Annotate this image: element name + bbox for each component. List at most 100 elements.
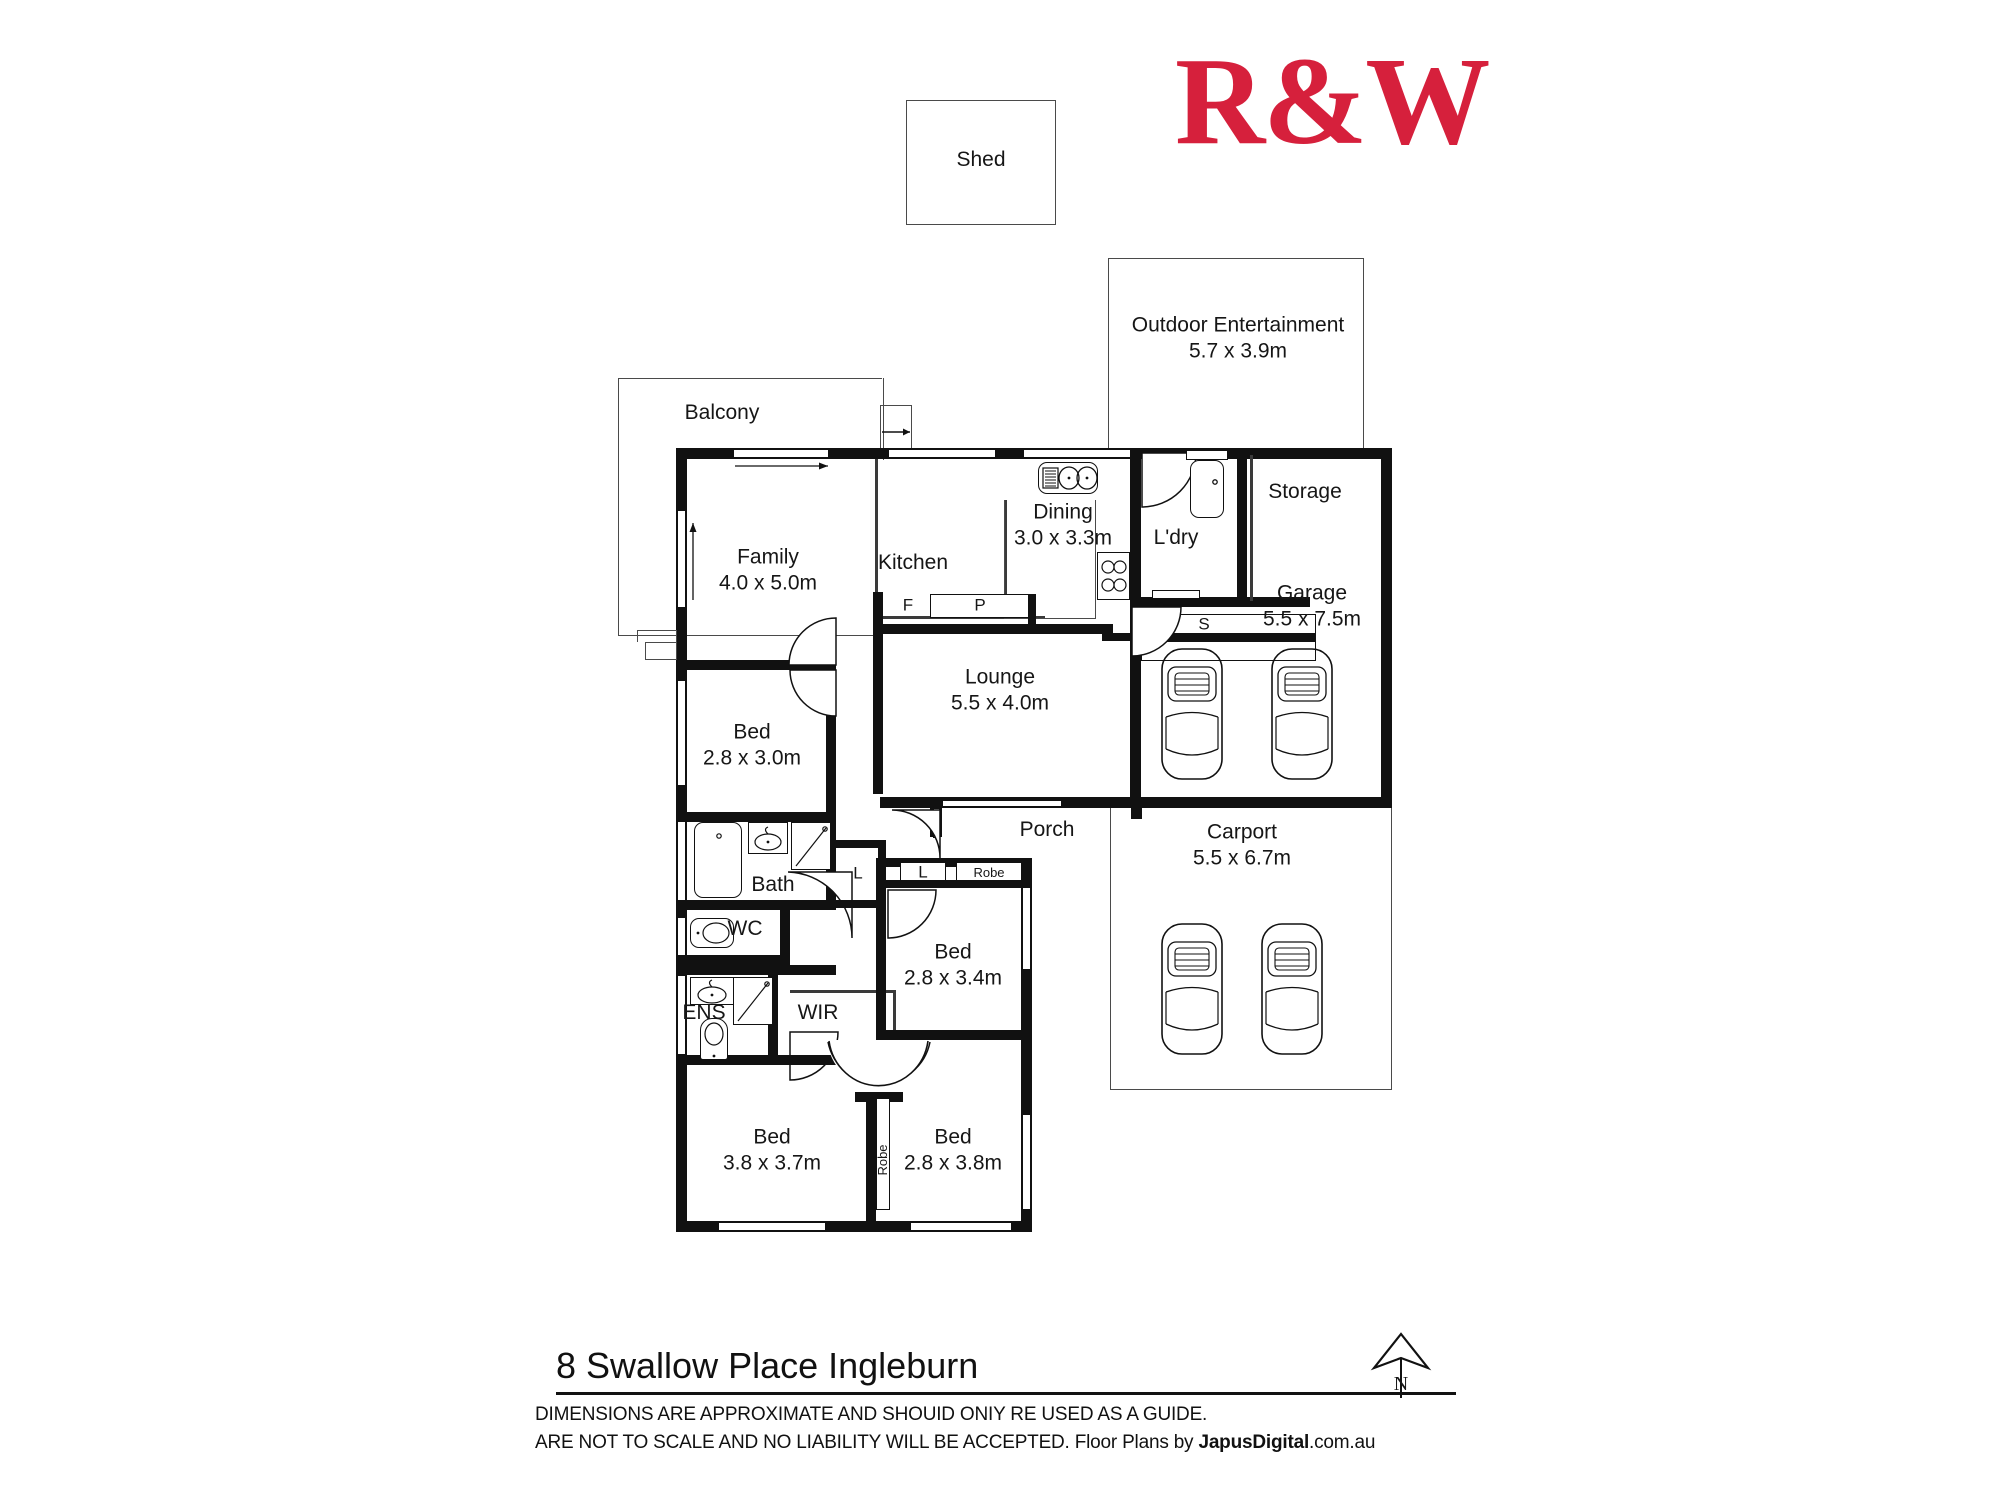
room-label-outdoor-entertainment: Outdoor Entertainment 5.7 x 3.9m xyxy=(1131,313,1345,362)
room-label-bed4: Bed 2.8 x 3.8m xyxy=(903,1125,1003,1174)
marker-fridge: F xyxy=(902,595,914,615)
marker-robe-2: Robe xyxy=(875,1144,891,1176)
wall-ldry-bottom xyxy=(1130,597,1310,607)
ldry-tub xyxy=(1190,460,1224,518)
kitchen-sink-icon xyxy=(1042,466,1098,490)
window-bed1-left xyxy=(677,680,686,786)
kitchen-island-outline-top xyxy=(1004,500,1007,619)
exterior-wall-right-bedwing xyxy=(1021,862,1032,1232)
room-label-carport: Carport 5.5 x 6.7m xyxy=(1192,820,1292,869)
ens-shower-icon xyxy=(737,981,770,1022)
window-dining-top xyxy=(1023,449,1133,458)
left-exterior-step xyxy=(645,642,677,660)
wall-ens-right xyxy=(768,975,778,1063)
balcony-step-arrow-icon xyxy=(882,428,910,436)
exterior-wall-bottom xyxy=(676,1221,1032,1232)
wall-bed2-left xyxy=(876,858,886,1038)
shed-outline xyxy=(906,100,1056,225)
wall-bed2-bottom xyxy=(876,1030,1032,1040)
wc-toilet-icon xyxy=(696,922,730,944)
wall-bed1-bath xyxy=(676,812,836,822)
kitchen-island xyxy=(1004,500,1096,619)
rw-logo: R&W xyxy=(1175,33,1490,171)
hall-door-arc-icon xyxy=(828,1040,929,1087)
linen1-wall-top xyxy=(836,840,886,848)
marker-shelf: S xyxy=(1198,614,1210,634)
room-label-storage: Storage xyxy=(1268,480,1342,504)
ens-basin-icon xyxy=(697,979,727,1004)
wall-ens-bottom xyxy=(676,1055,778,1065)
window-family-left xyxy=(677,510,686,608)
wall-ldry-right xyxy=(1237,455,1247,605)
window-bed4-right xyxy=(1022,1114,1031,1210)
left-exterior-step2 xyxy=(637,630,677,642)
disclaimer-line-2-prefix: ARE NOT TO SCALE AND NO LIABILITY WILL B… xyxy=(535,1432,1199,1453)
wall-ens-top xyxy=(676,965,836,975)
wir-shelf-top xyxy=(790,990,896,993)
room-label-bed2: Bed 2.8 x 3.4m xyxy=(903,940,1003,989)
garage-shelf-bar xyxy=(1102,633,1316,641)
room-label-bed3: Bed 3.8 x 3.7m xyxy=(722,1125,822,1174)
compass-label: N xyxy=(1393,1372,1409,1395)
wall-hall-bar xyxy=(886,880,1032,888)
room-label-kitchen: Kitchen xyxy=(877,551,949,575)
robe2-box xyxy=(876,1098,890,1210)
bath-tub-plug-icon xyxy=(716,833,722,839)
porch-window xyxy=(942,800,1062,807)
room-label-ens: ENS xyxy=(682,1001,726,1025)
wall-hall-bed3-top xyxy=(778,1055,878,1065)
bath-door-swing-icon xyxy=(787,871,853,939)
wall-garage-left xyxy=(1130,607,1141,797)
ldry-sliding-door xyxy=(1152,590,1200,599)
room-label-bath: Bath xyxy=(751,873,795,897)
room-label-garage: Garage 5.5 x 7.5m xyxy=(1262,581,1362,630)
disclaimer-brand: JapusDigital xyxy=(1198,1432,1310,1453)
wall-kitchen-lounge xyxy=(873,592,883,634)
window-bath-left xyxy=(677,820,686,904)
carport-car-1-icon xyxy=(1161,923,1223,1055)
linen1-wall-bottom xyxy=(836,900,886,908)
carport-outline xyxy=(1110,808,1392,1090)
window-family-top-swing-icon xyxy=(735,462,828,470)
room-label-family: Family 4.0 x 5.0m xyxy=(718,545,818,594)
kitchen-cooktop xyxy=(1097,552,1130,600)
room-label-porch: Porch xyxy=(1019,818,1075,842)
wall-hall-bed-mid xyxy=(855,1092,903,1102)
room-label-shed: Shed xyxy=(956,148,1006,172)
room-label-wir: WIR xyxy=(797,1001,839,1025)
kitchen-cooktop-icon xyxy=(1101,560,1127,592)
marker-robe-1: Robe xyxy=(973,865,1005,881)
window-wc-left xyxy=(677,917,686,959)
marker-linen-1: L xyxy=(853,863,863,883)
window-bed2-right xyxy=(1022,880,1031,970)
wall-porch-right xyxy=(1131,797,1142,819)
garage-car-1-icon xyxy=(1161,648,1223,780)
room-label-wc: WC xyxy=(727,917,763,941)
pantry-box xyxy=(930,594,1030,618)
wall-kitchen-lounge-bench xyxy=(873,624,1113,634)
garage-door-swing-icon xyxy=(1131,606,1182,657)
wir-shelf-right xyxy=(893,990,896,1062)
carport-car-2-icon xyxy=(1261,923,1323,1055)
wall-bath-right xyxy=(826,812,836,908)
ens-toilet xyxy=(700,1018,728,1060)
ldry-tub-back xyxy=(1186,450,1228,460)
compass-north-icon xyxy=(1370,1332,1432,1398)
bath-shower xyxy=(791,822,831,870)
room-label-ldry: L'dry xyxy=(1153,526,1199,550)
bed2-door-swing-icon xyxy=(887,889,937,939)
garage-car-2-icon xyxy=(1271,648,1333,780)
window-bed4-bottom xyxy=(910,1222,1012,1231)
ldry-tub-tap-icon xyxy=(1212,479,1218,485)
wall-bed1-right xyxy=(826,668,836,820)
wall-family-bed1 xyxy=(676,660,836,670)
wall-garage-bottom xyxy=(1130,797,1392,808)
bath-basin-icon xyxy=(754,826,782,851)
exterior-wall-right-garage xyxy=(1381,448,1392,808)
window-family-top xyxy=(733,449,829,458)
wall-ldry-left xyxy=(1130,448,1141,608)
disclaimer-line-2: ARE NOT TO SCALE AND NO LIABILITY WILL B… xyxy=(535,1432,1375,1454)
wall-bath-bottom xyxy=(676,900,836,910)
window-bed3-bottom xyxy=(718,1222,826,1231)
